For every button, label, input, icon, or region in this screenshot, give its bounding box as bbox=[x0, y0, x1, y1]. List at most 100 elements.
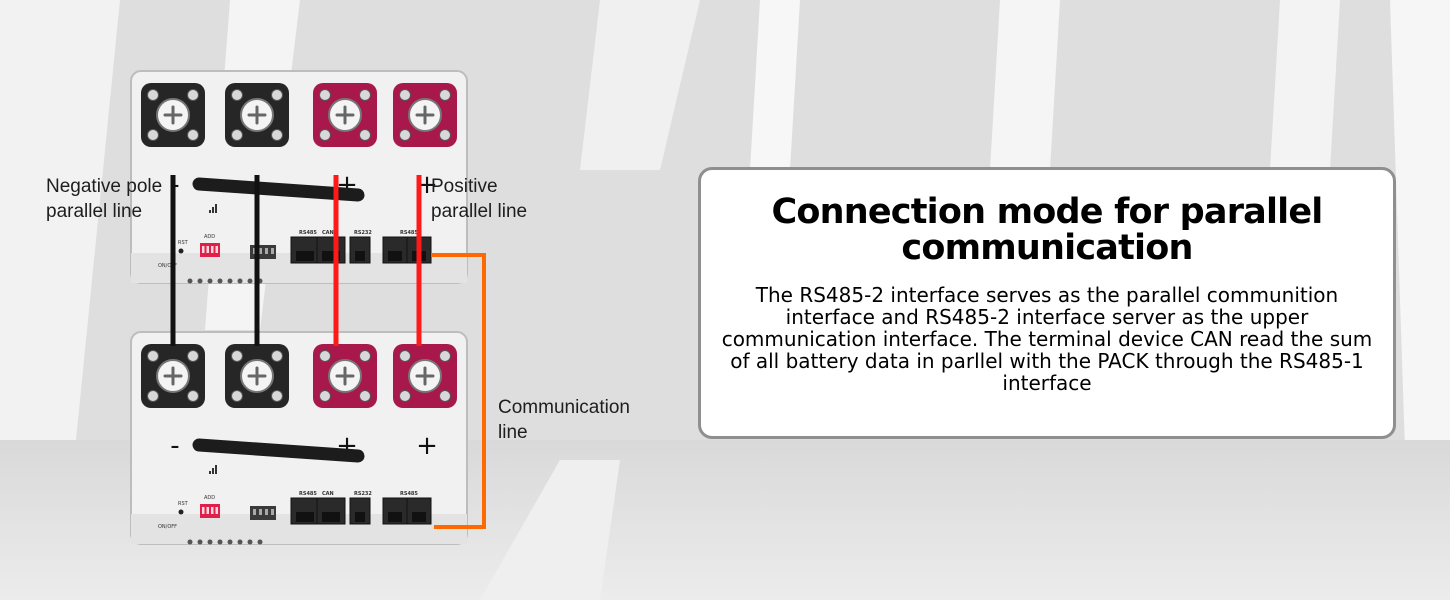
indicator-led bbox=[227, 539, 233, 545]
info-card: Connection mode for parallel communicati… bbox=[698, 167, 1396, 439]
mount-screw bbox=[147, 89, 159, 101]
communication-line-label: Communication line bbox=[498, 395, 630, 445]
port-label: RS485 bbox=[400, 230, 418, 236]
indicator-led bbox=[187, 539, 193, 545]
signal-icon bbox=[209, 465, 217, 474]
mount-screw bbox=[399, 390, 411, 402]
mount-screw bbox=[187, 390, 199, 402]
connector-pin bbox=[253, 509, 256, 515]
dip-toggle bbox=[206, 246, 209, 253]
indicator-led bbox=[247, 539, 253, 545]
mount-screw bbox=[147, 390, 159, 402]
bolt-cross bbox=[415, 366, 435, 386]
port-label: RS232 bbox=[354, 491, 372, 497]
negative-line-label: Negative pole parallel line bbox=[46, 174, 162, 224]
communication-line-label-2: line bbox=[498, 422, 528, 443]
port-label: RS485 bbox=[400, 491, 418, 497]
rj45-latch bbox=[388, 251, 402, 261]
mount-screw bbox=[439, 350, 451, 362]
positive-line-label-1: Positive bbox=[431, 176, 498, 197]
rj45-latch bbox=[388, 512, 402, 522]
mount-screw bbox=[187, 129, 199, 141]
terminal-sign: + bbox=[416, 170, 438, 200]
port-label: CAN bbox=[322, 491, 334, 497]
antenna bbox=[192, 438, 365, 463]
wires bbox=[170, 175, 486, 529]
signal-bar bbox=[215, 465, 217, 474]
mount-screw bbox=[271, 89, 283, 101]
communication-line-label-1: Communication bbox=[498, 397, 630, 418]
signal-bar bbox=[209, 210, 211, 213]
bolt-cross bbox=[415, 105, 435, 125]
rj45-latch bbox=[322, 512, 340, 522]
onoff-label: ON/OFF bbox=[158, 524, 177, 530]
signal-bar bbox=[212, 468, 214, 474]
signal-bar bbox=[212, 207, 214, 213]
signal-icon bbox=[209, 204, 217, 213]
mount-screw bbox=[271, 129, 283, 141]
info-title: Connection mode for parallel communicati… bbox=[771, 192, 1323, 268]
mount-screw bbox=[319, 129, 331, 141]
terminal-sign: + bbox=[416, 431, 438, 461]
dip-toggle bbox=[202, 246, 205, 253]
indicator-led bbox=[207, 278, 213, 284]
rst-button bbox=[178, 509, 184, 515]
bolt-cross bbox=[247, 366, 267, 386]
mount-screw bbox=[319, 390, 331, 402]
rst-label: RST bbox=[178, 501, 189, 507]
mount-screw bbox=[231, 390, 243, 402]
bolt-cross bbox=[163, 366, 183, 386]
bolt-cross bbox=[335, 105, 355, 125]
indicator-led bbox=[227, 278, 233, 284]
rj45-latch bbox=[322, 251, 340, 261]
mount-screw bbox=[319, 89, 331, 101]
mount-screw bbox=[399, 89, 411, 101]
dip-toggle bbox=[215, 246, 218, 253]
connector-pin bbox=[271, 248, 274, 254]
antenna bbox=[192, 177, 365, 202]
indicator-led bbox=[207, 539, 213, 545]
dip-toggle bbox=[202, 507, 205, 514]
signal-bar bbox=[209, 471, 211, 474]
indicator-led bbox=[237, 278, 243, 284]
connector-pin bbox=[259, 248, 262, 254]
rj45-latch bbox=[412, 512, 426, 522]
indicator-led bbox=[187, 278, 193, 284]
mount-screw bbox=[231, 350, 243, 362]
mount-screw bbox=[439, 129, 451, 141]
rst-label: RST bbox=[178, 240, 189, 246]
port-label: RS232 bbox=[354, 230, 372, 236]
indicator-led bbox=[217, 539, 223, 545]
bolt-cross bbox=[335, 366, 355, 386]
positive-line-label-2: parallel line bbox=[431, 201, 528, 222]
communication-wire bbox=[431, 253, 486, 529]
dip-toggle bbox=[211, 246, 214, 253]
mount-screw bbox=[319, 350, 331, 362]
negative-line-label-1: Negative pole bbox=[46, 176, 163, 197]
dip-label: ADD bbox=[204, 495, 215, 501]
rj45-latch bbox=[296, 512, 314, 522]
negative-line-label-2: parallel line bbox=[46, 201, 143, 222]
connector-pin bbox=[265, 509, 268, 515]
port-label: CAN bbox=[322, 230, 334, 236]
mount-screw bbox=[147, 350, 159, 362]
dip-toggle bbox=[206, 507, 209, 514]
port-label: RS485 bbox=[299, 491, 317, 497]
mount-screw bbox=[187, 350, 199, 362]
dip-switch bbox=[200, 243, 220, 257]
rj45-latch bbox=[355, 512, 365, 522]
onoff-label: ON/OFF bbox=[158, 263, 177, 269]
connector-pin bbox=[259, 509, 262, 515]
positive-line-label: Positive parallel line bbox=[431, 174, 527, 224]
mount-screw bbox=[439, 390, 451, 402]
port-label: RS485 bbox=[299, 230, 317, 236]
indicator-led bbox=[247, 278, 253, 284]
mount-screw bbox=[231, 89, 243, 101]
terminal-sign: - bbox=[170, 431, 179, 461]
mount-screw bbox=[271, 350, 283, 362]
dip-label: ADD bbox=[204, 234, 215, 240]
indicator-led bbox=[237, 539, 243, 545]
mount-screw bbox=[399, 350, 411, 362]
